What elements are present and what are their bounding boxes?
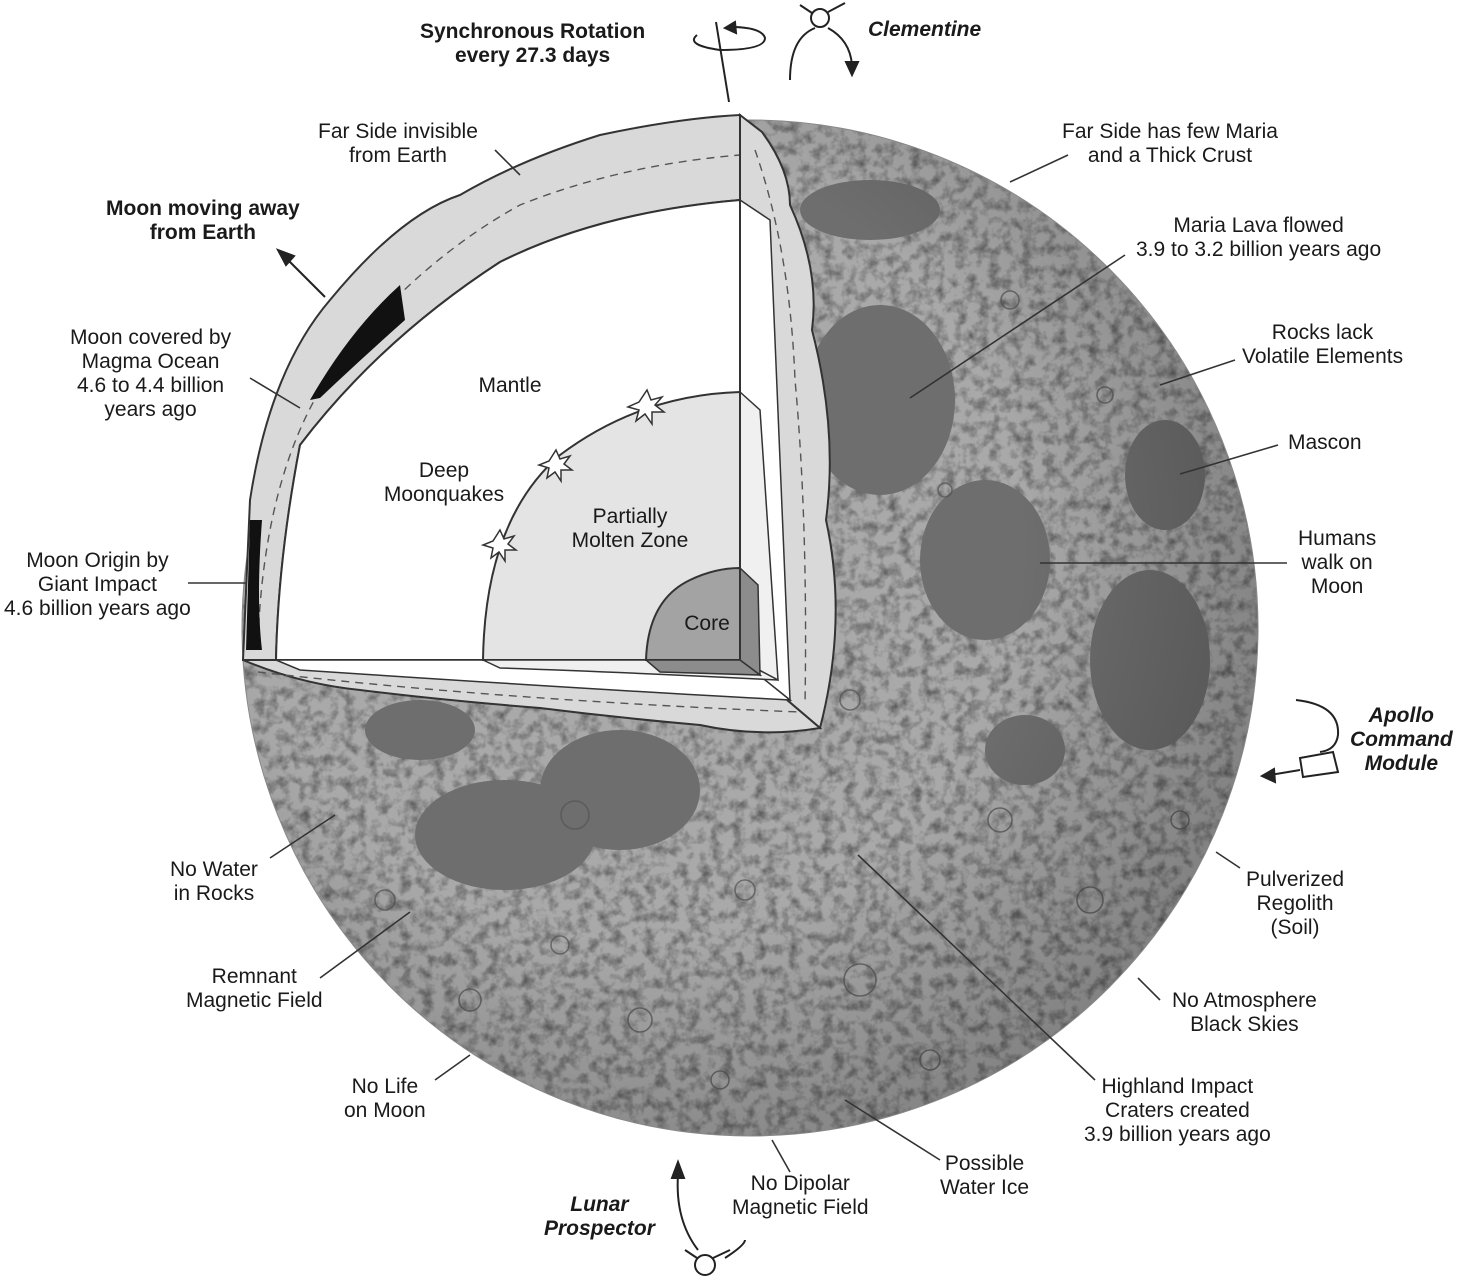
moonquake-stars <box>480 388 667 564</box>
mantle-label: Mantle <box>478 374 541 397</box>
moon-cutaway <box>241 112 837 734</box>
apollo-module-icon <box>1259 699 1340 784</box>
moving-away-arrow-icon <box>275 248 326 298</box>
lunar-prospector-icon <box>670 1159 746 1276</box>
molten-label-2: Molten Zone <box>572 529 689 552</box>
interior-labels: Mantle Deep Moonquakes Partially Molten … <box>384 374 730 635</box>
rotation-axis <box>692 20 767 103</box>
mascon-label: Mascon <box>1288 431 1362 454</box>
clementine-spacecraft-icon <box>789 2 860 81</box>
moonquakes-label-2: Moonquakes <box>384 483 504 506</box>
core-label: Core <box>684 612 730 635</box>
moonquakes-label-1: Deep <box>419 459 469 482</box>
clementine-label: Clementine <box>868 18 982 41</box>
leader-lines <box>188 149 1287 1173</box>
core <box>644 566 741 661</box>
molten-label-1: Partially <box>593 505 668 528</box>
